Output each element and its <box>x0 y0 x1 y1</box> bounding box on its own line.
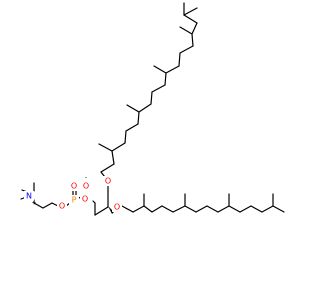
lower-alkyl-chain <box>121 193 285 213</box>
molecule-structure-diagram: O O O P O O - O N + <box>20 2 285 216</box>
svg-text:O: O <box>83 182 89 191</box>
svg-text:O: O <box>71 182 77 191</box>
atom-o-upper-ether: O <box>103 176 113 186</box>
svg-text:O: O <box>82 195 88 204</box>
atom-o-phosphate-double: O <box>69 181 79 191</box>
upper-alkyl-chain <box>98 2 198 182</box>
atom-phosphorus: P <box>69 195 79 205</box>
svg-text:O: O <box>105 177 111 186</box>
atom-o-phosphate-minus: O - <box>81 175 91 191</box>
svg-text:O: O <box>59 202 65 211</box>
atom-o-lower-ether: O <box>112 202 122 212</box>
atom-o-phosphate-link: O <box>80 194 90 204</box>
plus-charge: + <box>31 200 36 207</box>
atom-o-phosphate-choline: O <box>57 201 67 211</box>
svg-text:P: P <box>72 196 77 205</box>
atom-nitrogen: N + <box>24 191 37 207</box>
svg-text:O: O <box>114 203 120 212</box>
glycerol-backbone <box>92 180 109 216</box>
svg-text:N: N <box>26 192 32 201</box>
minus-charge: - <box>85 175 87 182</box>
